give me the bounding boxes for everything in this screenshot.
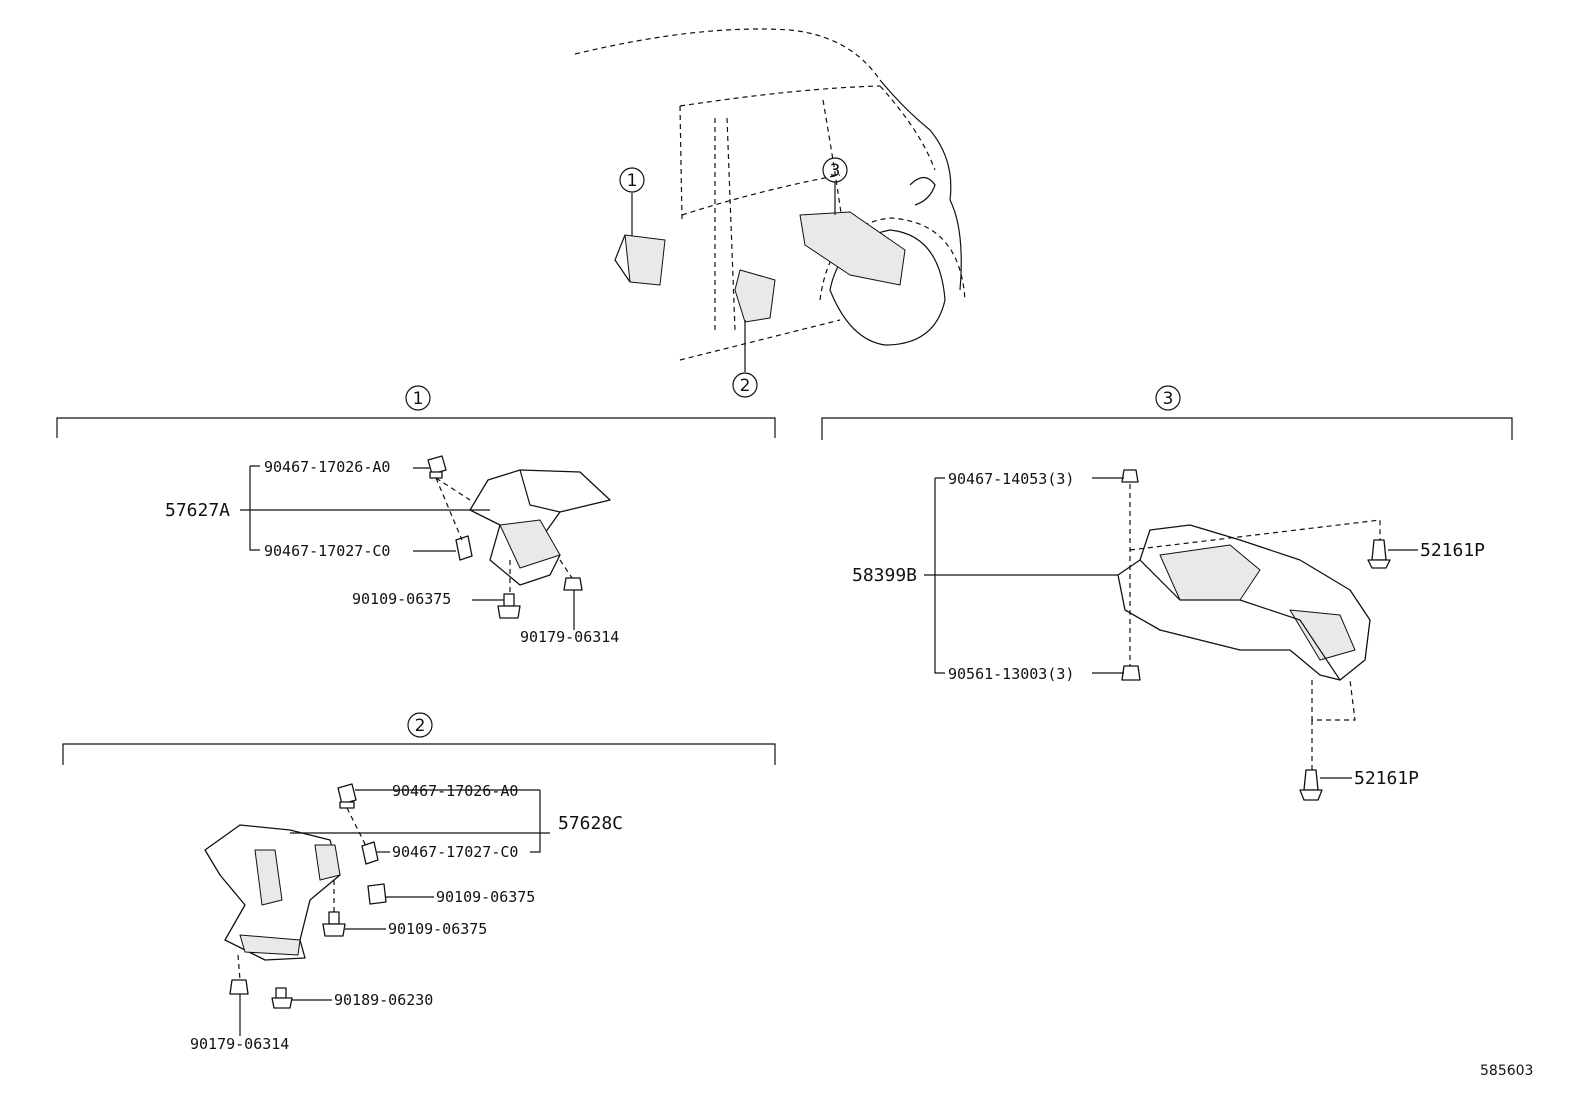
part-label: 90109-06375 (388, 920, 487, 938)
bolt-icon (497, 593, 521, 619)
rivet-icon (1299, 769, 1323, 801)
callout-3-overview: 3 (822, 157, 848, 183)
part-label: 90179-06314 (190, 1035, 289, 1053)
part-label: 90467-17026-A0 (392, 782, 518, 800)
assembly-label-57627A: 57627A (165, 500, 230, 521)
svg-text:1: 1 (627, 171, 638, 191)
part-58399B-drawing (1117, 524, 1371, 681)
nut-icon (1121, 665, 1141, 681)
part-label: 90109-06375 (352, 590, 451, 608)
rivet-icon (1367, 539, 1391, 569)
part-57627A-drawing (469, 469, 611, 586)
part-label: 90179-06314 (520, 628, 619, 646)
section-1-callout: 1 (413, 389, 424, 409)
part-label: 90467-17027-C0 (392, 843, 518, 861)
section-2-callout: 2 (415, 716, 426, 736)
assembly-label-58399B: 58399B (852, 565, 917, 586)
clip-icon (1121, 469, 1139, 483)
section-1: 1 57627A 90 (56, 385, 776, 646)
clip-icon (455, 535, 473, 561)
nut-icon (563, 577, 583, 591)
callout-2-overview: 2 (732, 372, 758, 398)
part-label: 90189-06230 (334, 991, 433, 1009)
section-2: 2 (62, 712, 776, 1053)
section-3: 3 58399B (821, 385, 1513, 801)
clip-icon (361, 841, 379, 865)
part-label: 90467-17027-C0 (264, 542, 390, 560)
svg-text:3: 3 (830, 161, 841, 181)
part-label: 52161P (1420, 540, 1485, 561)
part-label: 90109-06375 (436, 888, 535, 906)
callout-1-overview: 1 (619, 167, 645, 193)
nut-icon (229, 979, 249, 995)
part-label: 90467-14053(3) (948, 470, 1074, 488)
clip-icon (427, 455, 447, 479)
clip-icon (337, 783, 357, 809)
part-label: 90467-17026-A0 (264, 458, 390, 476)
bolt-icon (367, 883, 387, 905)
assembly-label-57628C: 57628C (558, 813, 623, 834)
vehicle-overview: 1 3 2 (574, 28, 966, 398)
part-57628C-drawing (204, 824, 341, 961)
part-label: 90561-13003(3) (948, 665, 1074, 683)
bolt-icon (322, 911, 346, 937)
svg-text:2: 2 (740, 376, 751, 396)
bolt-icon (271, 987, 293, 1009)
section-3-callout: 3 (1163, 389, 1174, 409)
part-label: 52161P (1354, 768, 1419, 789)
diagram-id: 585603 (1480, 1063, 1533, 1079)
